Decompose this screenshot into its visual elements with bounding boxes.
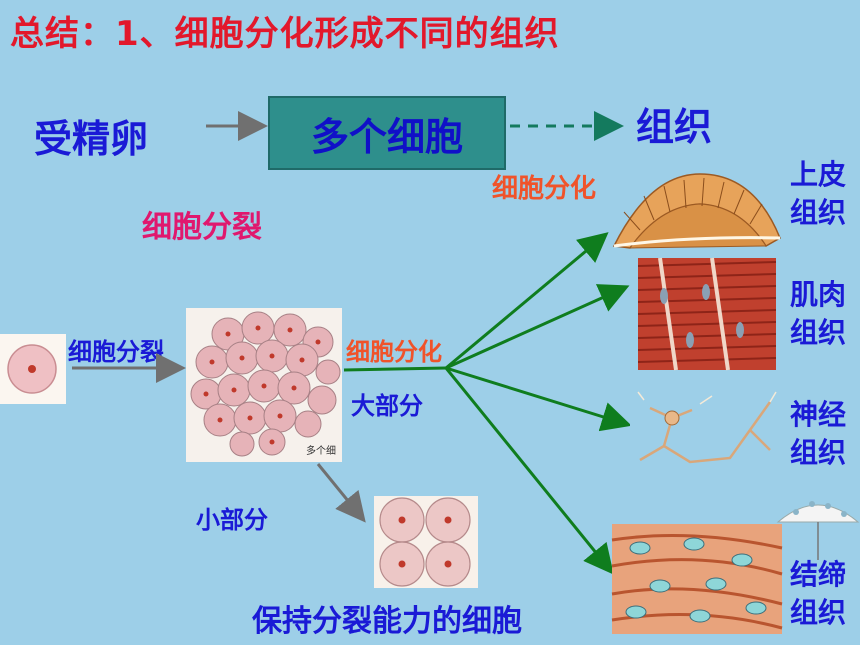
multi-cell-box-label: 多个细胞 <box>310 114 463 159</box>
differentiation-label-top: 细胞分化 <box>492 174 597 204</box>
tissue-connective-line2: 组织 <box>790 596 847 629</box>
slide-title: 总结：1、细胞分化形成不同的组织 <box>10 14 560 54</box>
fertilized-egg-label: 受精卵 <box>34 117 149 161</box>
tissue-epithelial: 上皮 组织 <box>790 156 846 232</box>
arrow-to-dividing-cells <box>316 463 366 523</box>
muscle-tissue-image <box>637 257 777 371</box>
connective-tissue-image <box>611 524 783 634</box>
single-cell-image <box>0 334 66 404</box>
tissue-connective: 结缔 组织 <box>790 556 846 632</box>
tissue-muscle-line1: 肌肉 <box>790 278 847 311</box>
tissue-label: 组织 <box>636 105 713 149</box>
differentiation-label-mid: 细胞分化 <box>346 338 442 366</box>
tissue-nerve: 神经 组织 <box>790 396 846 472</box>
dividing-cells-image <box>374 496 478 588</box>
multi-cell-box: 多个细胞 <box>268 96 506 170</box>
tissue-epithelial-line2: 组织 <box>790 196 847 229</box>
tissue-nerve-line1: 神经 <box>790 398 847 431</box>
epithelial-tissue-image <box>612 173 781 249</box>
cell-cluster-image: 多个细 <box>186 308 342 462</box>
division-label-mid: 细胞分裂 <box>68 338 164 366</box>
umbrella-decoration <box>776 501 860 560</box>
majority-label: 大部分 <box>351 392 423 420</box>
keep-dividing-label: 保持分裂能力的细胞 <box>252 604 522 639</box>
tissue-nerve-line2: 组织 <box>790 436 847 469</box>
cluster-caption: 多个细 <box>306 444 336 457</box>
differentiation-arrows <box>343 232 632 575</box>
tissue-connective-line1: 结缔 <box>790 558 847 591</box>
nerve-tissue-image <box>630 384 778 480</box>
minority-label: 小部分 <box>196 506 268 534</box>
division-label-top: 细胞分裂 <box>142 210 262 245</box>
tissue-muscle: 肌肉 组织 <box>790 276 846 352</box>
tissue-muscle-line2: 组织 <box>790 316 847 349</box>
tissue-epithelial-line1: 上皮 <box>790 158 847 191</box>
